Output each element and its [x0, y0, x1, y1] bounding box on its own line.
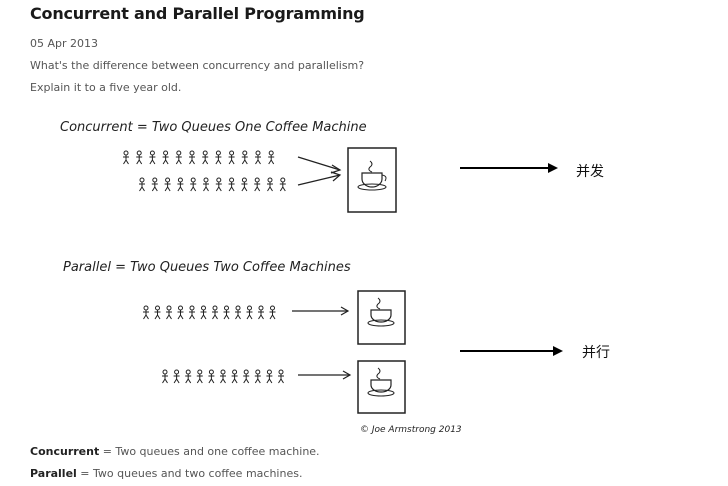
question-line-1: What's the difference between concurrenc… [30, 59, 365, 72]
stick-figure [268, 150, 275, 165]
stick-figure [177, 305, 184, 320]
post-date: 05 Apr 2013 [30, 37, 99, 50]
summary-concurrent-text: = Two queues and one coffee machine. [99, 445, 320, 458]
queue-arrow [297, 156, 341, 171]
stick-figure [200, 305, 207, 320]
stick-figure [220, 369, 226, 384]
stick-figure [243, 369, 250, 384]
parallel-arrow-head [553, 346, 563, 356]
stick-figure [136, 150, 143, 165]
stick-figure [190, 177, 197, 192]
stick-figure [254, 177, 261, 192]
summary-parallel: Parallel = Two queues and two coffee mac… [30, 467, 302, 480]
stick-figure [269, 305, 276, 320]
coffee-machine [357, 360, 406, 414]
concurrent-queue-1 [123, 150, 275, 165]
concurrency-illustration: Concurrent = Two Queues One Coffee Machi… [60, 120, 563, 435]
stick-figure [175, 150, 182, 165]
stick-figure [154, 305, 161, 320]
stick-figure [212, 305, 218, 320]
stick-figure [235, 305, 241, 320]
stick-figure [189, 150, 195, 165]
stick-figure [123, 150, 129, 165]
stick-figure [215, 177, 222, 192]
coffee-machine [357, 290, 406, 345]
stick-figure [149, 150, 156, 165]
queue-arrow [297, 174, 341, 186]
queue-arrow-head [340, 306, 350, 316]
stick-figure [258, 305, 264, 320]
concurrent-cn-label: 并发 [576, 164, 604, 180]
queue-arrow-head [330, 171, 342, 182]
stick-figure [185, 369, 192, 384]
stick-figure [228, 150, 235, 165]
stick-figure [173, 369, 180, 384]
stick-figure [255, 150, 261, 165]
stick-figure [208, 369, 215, 384]
stick-figure [189, 305, 195, 320]
concurrent-arrow-head [548, 163, 558, 173]
stick-figure [164, 177, 171, 192]
stick-figure [267, 177, 273, 192]
stick-figure [166, 305, 172, 320]
stick-figure [231, 369, 238, 384]
parallel-cn-label: 并行 [582, 345, 610, 361]
stick-figure [139, 177, 145, 192]
parallel-queue-1 [143, 305, 276, 320]
stick-figure [241, 150, 248, 165]
stick-figure [162, 369, 168, 384]
stick-figure [202, 150, 209, 165]
stick-figure [279, 177, 286, 192]
stick-figure [143, 305, 149, 320]
stick-figure [203, 177, 209, 192]
stick-figure [177, 177, 184, 192]
credit: © Joe Armstrong 2013 [360, 425, 462, 435]
stick-figure [196, 369, 203, 384]
summary-concurrent-term: Concurrent [30, 445, 100, 458]
coffee-machine [347, 147, 397, 213]
stick-figure [162, 150, 169, 165]
stick-figure [151, 177, 158, 192]
page-title: Concurrent and Parallel Programming [30, 4, 365, 23]
stick-figure [215, 150, 222, 165]
queue-arrow-head [342, 370, 352, 380]
stick-figure [254, 369, 261, 384]
stick-figure [278, 369, 284, 384]
stick-figure [241, 177, 248, 192]
stick-figure [266, 369, 273, 384]
summary-concurrent: Concurrent = Two queues and one coffee m… [30, 445, 320, 458]
parallel-caption: Parallel = Two Queues Two Coffee Machine… [63, 260, 351, 275]
concurrent-caption: Concurrent = Two Queues One Coffee Machi… [60, 120, 367, 135]
summary-parallel-term: Parallel [30, 467, 77, 480]
stick-figure [228, 177, 235, 192]
question-line-2: Explain it to a five year old. [30, 81, 182, 94]
parallel-queue-2 [162, 369, 284, 384]
stick-figure [246, 305, 253, 320]
stick-figure [223, 305, 230, 320]
queue-arrow-head [330, 164, 342, 174]
concurrent-queue-2 [139, 177, 286, 192]
summary-parallel-text: = Two queues and two coffee machines. [76, 467, 303, 480]
